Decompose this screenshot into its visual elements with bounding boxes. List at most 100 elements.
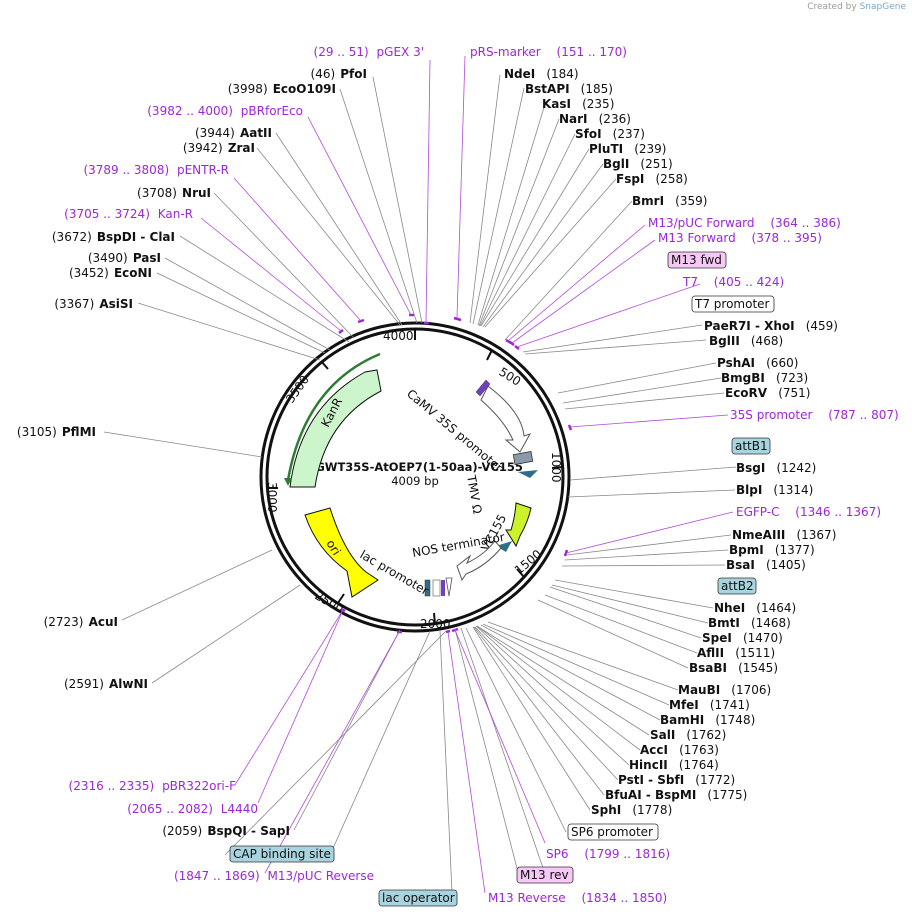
enzyme-sphi: SphI [591, 803, 621, 817]
svg-text:(3367) AsiSI: (3367) AsiSI [54, 293, 133, 312]
sp6-promoter-label: SP6 promoter [571, 825, 653, 839]
svg-text:PstI - SbfI (1772): PstI - SbfI (1772) [618, 769, 735, 788]
tick-2500: 2500 [313, 588, 346, 615]
primer-kan-r: Kan-R [158, 207, 193, 221]
enzyme-hincii: HincII [629, 758, 668, 772]
svg-text:SfoI (237): SfoI (237) [575, 123, 645, 142]
enzyme-asisi: AsiSI [99, 297, 133, 311]
enzyme-pos: (2591) [64, 677, 104, 691]
svg-text:BpmI (1377): BpmI (1377) [729, 539, 815, 558]
m13rev-box[interactable] [516, 866, 574, 884]
primer-prs-marker: pRS-marker [470, 45, 541, 59]
snapgene-credit: Created by SnapGene [807, 2, 906, 12]
enzyme-pos: (3105) [17, 425, 57, 439]
cap-binding-box[interactable] [229, 845, 335, 863]
attb1-label: attB1 [735, 439, 768, 453]
tmv-label: TMV Ω [464, 473, 485, 515]
enzyme-spei: SpeI [702, 631, 732, 645]
t7-promoter-box[interactable] [691, 295, 775, 313]
svg-text:(2723) AcuI: (2723) AcuI [44, 611, 118, 630]
svg-text:PaeR7I - XhoI (459): PaeR7I - XhoI (459) [704, 315, 838, 334]
primer-range: (378 .. 395) [752, 231, 822, 245]
svg-text:(2065 .. 2082) L4440: (2065 .. 2082) L4440 [127, 802, 258, 816]
enzyme-alwni: AlwNI [109, 677, 148, 691]
attb1-box[interactable] [731, 437, 771, 455]
t7-promoter-label: T7 promoter [694, 297, 770, 311]
primer-sp6: SP6 [546, 847, 569, 861]
primer-range: (1799 .. 1816) [584, 847, 670, 861]
svg-text:(29 .. 51) pGEX 3': (29 .. 51) pGEX 3' [314, 45, 424, 59]
svg-text:SphI (1778): SphI (1778) [591, 799, 672, 818]
kanr-strand-arrowhead [284, 478, 292, 486]
enzyme-zrai: ZraI [228, 141, 255, 155]
m13fwd-label: M13 fwd [671, 253, 722, 267]
lac-operator-box[interactable] [378, 889, 458, 907]
right-enzyme-labels: NdeI (184) BstAPI (185) KasI (235) NarI … [504, 63, 838, 818]
enzyme-pos: (3367) [54, 297, 94, 311]
enzyme-pos: (46) [311, 67, 336, 81]
camv-promoter-feature[interactable] [480, 385, 532, 453]
primer-m13-reverse: M13 Reverse [488, 891, 566, 905]
svg-text:BstAPI (185): BstAPI (185) [525, 78, 613, 97]
enzyme-nhei: NheI [714, 601, 745, 615]
tick-1000: 1000 [549, 452, 563, 483]
enzyme-bglii: BglII [709, 334, 740, 348]
feature-boxes: M13 fwd T7 promoter attB1 attB2 SP6 prom… [229, 251, 775, 907]
kanr-strand-line [286, 352, 381, 481]
svg-text:(2316 .. 2335) pBR322ori-F: (2316 .. 2335) pBR322ori-F [69, 779, 237, 793]
enzyme-psti-sbfi: PstI - SbfI [618, 773, 684, 787]
enzyme-bpmi: BpmI [729, 543, 764, 557]
enzyme-pos: (3998) [228, 82, 268, 96]
attb2-box[interactable] [717, 577, 757, 595]
enzyme-bsai: BsaI [726, 558, 755, 572]
svg-text:NdeI (184): NdeI (184) [504, 63, 579, 82]
svg-text:T7 (405 .. 424): T7 (405 .. 424) [682, 275, 784, 289]
kanr-feature[interactable] [289, 369, 382, 488]
svg-text:M13 Reverse (1834 .. 1850): M13 Reverse (1834 .. 1850) [488, 891, 667, 905]
enzyme-ndei: NdeI [504, 67, 535, 81]
nos-terminator-feature[interactable] [456, 540, 502, 582]
enzyme-pos: (3944) [195, 126, 235, 140]
enzyme-pshai: PshAI [717, 356, 755, 370]
svg-text:(3942) ZraI: (3942) ZraI [183, 137, 255, 156]
enzyme-ecorv: EcoRV [725, 386, 768, 400]
plasmid-size: 4009 bp [391, 474, 439, 488]
svg-text:SpeI (1470): SpeI (1470) [702, 627, 783, 646]
primer-m13puc-reverse: M13/pUC Reverse [268, 869, 375, 883]
svg-text:SP6 (1799 .. 1816): SP6 (1799 .. 1816) [546, 847, 670, 861]
primer-range: (1346 .. 1367) [795, 505, 881, 519]
enzyme-nari: NarI [559, 112, 588, 126]
enzyme-pos: (2723) [44, 615, 84, 629]
svg-text:(3705 .. 3724) Kan-R: (3705 .. 3724) Kan-R [64, 207, 193, 221]
svg-text:BlpI (1314): BlpI (1314) [736, 479, 813, 498]
primer-range: (405 .. 424) [714, 275, 784, 289]
cap-binding-label: CAP binding site [233, 847, 331, 861]
primer-leader-lines [200, 55, 734, 894]
tick-2000: 2000 [420, 617, 451, 631]
m13-rev-site [441, 580, 445, 596]
sp6-promoter-box[interactable] [567, 823, 659, 841]
svg-text:MauBI (1706): MauBI (1706) [678, 679, 771, 698]
m13fwd-box[interactable] [667, 251, 727, 269]
ori-feature[interactable] [304, 507, 379, 598]
svg-text:(3105) PflMI: (3105) PflMI [17, 421, 96, 440]
enzyme-bmgbi: BmgBI [721, 371, 765, 385]
enzyme-sali: SalI [650, 728, 675, 742]
enzyme-bspqi-sapi: BspQI - SapI [207, 824, 290, 838]
enzyme-pos: (3942) [183, 141, 223, 155]
primer-range: (3705 .. 3724) [64, 207, 150, 221]
camv-primer-site [475, 379, 491, 397]
primer-labels: (29 .. 51) pGEX 3' (3982 .. 4000) pBRfor… [64, 45, 898, 905]
primer-range: (1834 .. 1850) [582, 891, 668, 905]
svg-text:M13 Forward (378 .. 395): M13 Forward (378 .. 395) [658, 231, 822, 245]
vc155-feature[interactable] [505, 502, 532, 548]
primer-range: (3982 .. 4000) [147, 104, 233, 118]
enzyme-fspi: FspI [616, 172, 644, 186]
primer-range: (1847 .. 1869) [174, 869, 260, 883]
svg-text:(3944) AatII: (3944) AatII [195, 122, 272, 141]
svg-text:KasI (235): KasI (235) [542, 93, 614, 112]
svg-text:HincII (1764): HincII (1764) [629, 754, 719, 773]
tmv-omega-feature[interactable] [512, 451, 534, 465]
svg-text:BmtI (1468): BmtI (1468) [708, 612, 791, 631]
